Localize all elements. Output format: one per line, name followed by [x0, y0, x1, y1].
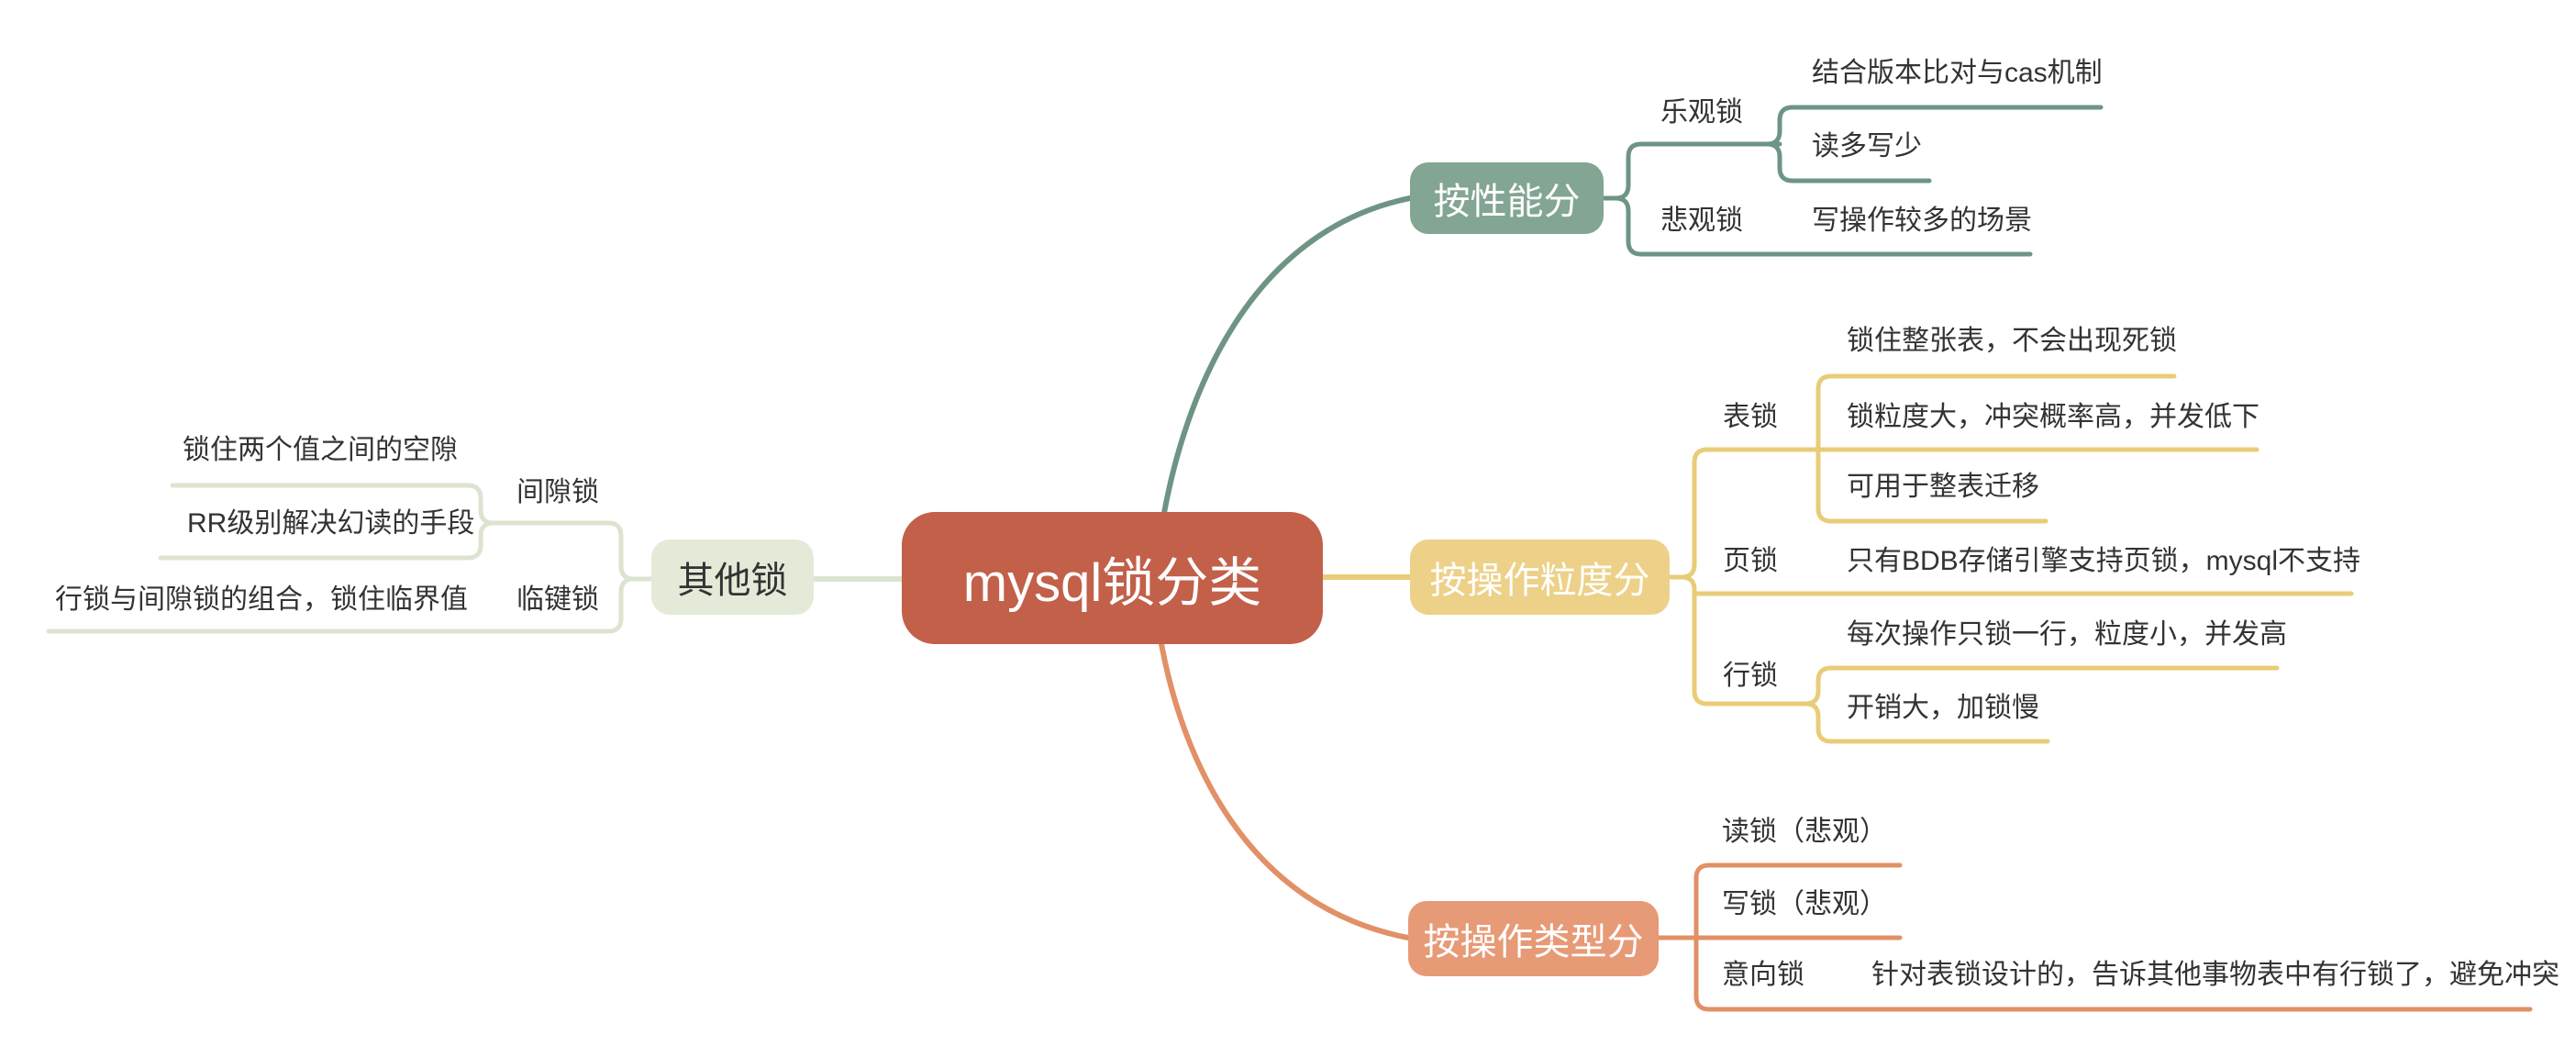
node-gap-between-values[interactable]: 锁住两个值之间的空隙 [183, 435, 458, 465]
edge-row-overhead [1803, 701, 2050, 744]
node-rr-phantom-read[interactable]: RR级别解决幻读的手段 [187, 508, 475, 539]
edge-type-readlock [1693, 862, 1903, 940]
node-root-topic[interactable]: mysql锁分类 [902, 512, 1323, 644]
edge-performance-optimistic [1601, 141, 1782, 201]
node-table-no-deadlock[interactable]: 锁住整张表，不会出现死锁 [1847, 326, 2177, 356]
node-version-cas[interactable]: 结合版本比对与cas机制 [1812, 58, 2103, 88]
node-table-migration[interactable]: 可用于整表迁移 [1847, 472, 2039, 502]
node-row-fine-grained[interactable]: 每次操作只锁一行，粒度小，并发高 [1847, 619, 2287, 650]
node-intention-lock[interactable]: 意向锁 [1722, 960, 1804, 990]
node-read-mostly[interactable]: 读多写少 [1812, 131, 1922, 161]
node-write-lock[interactable]: 写锁（悲观） [1722, 889, 1887, 919]
edge-gaplock-rrlevel [158, 520, 496, 561]
node-gap-lock[interactable]: 间隙锁 [516, 477, 599, 507]
edge-row-onerow [1803, 665, 2280, 707]
node-by-performance[interactable]: 按性能分 [1410, 162, 1604, 234]
node-read-lock[interactable]: 读锁（悲观） [1722, 817, 1887, 847]
edge-table-nodeadlock [1815, 373, 2177, 452]
node-next-key-desc[interactable]: 行锁与间隙锁的组合，锁住临界值 [55, 584, 468, 615]
edge-table-migration [1815, 447, 2049, 524]
node-next-key-lock[interactable]: 临键锁 [516, 584, 599, 615]
edge-root-performance [1161, 195, 1413, 516]
node-page-lock[interactable]: 页锁 [1723, 546, 1778, 576]
node-pessimistic-lock[interactable]: 悲观锁 [1660, 206, 1743, 236]
edge-optimistic-readmostly [1764, 141, 1932, 184]
node-by-operation-type[interactable]: 按操作类型分 [1408, 901, 1659, 976]
node-other-locks[interactable]: 其他锁 [651, 540, 814, 615]
performance-edges [1161, 105, 2104, 516]
edge-other-gaplock [491, 520, 654, 582]
other-edges [46, 483, 905, 634]
node-table-coarse[interactable]: 锁粒度大，冲突概率高，并发低下 [1847, 402, 2260, 432]
edge-gaplock-gapvalue [170, 483, 496, 526]
edge-other-nextkeylock [46, 576, 654, 634]
edge-granularity-row [1667, 574, 1808, 707]
node-write-heavy-scene[interactable]: 写操作较多的场景 [1812, 206, 2032, 236]
edge-root-type [1159, 641, 1411, 940]
granularity-edges [1320, 373, 2354, 744]
node-page-bdb-only[interactable]: 只有BDB存储引擎支持页锁，mysql不支持 [1847, 546, 2361, 576]
edge-performance-pessimistic [1601, 195, 2033, 257]
node-optimistic-lock[interactable]: 乐观锁 [1660, 97, 1743, 128]
node-by-granularity[interactable]: 按操作粒度分 [1410, 540, 1670, 615]
node-intention-desc[interactable]: 针对表锁设计的，告诉其他事物表中有行锁了，避免冲突 [1871, 960, 2559, 990]
node-row-lock[interactable]: 行锁 [1723, 661, 1778, 691]
node-row-overhead[interactable]: 开销大，加锁慢 [1847, 693, 2039, 723]
type-edges [1159, 641, 2533, 1012]
edge-optimistic-cas [1764, 105, 2104, 147]
node-table-lock[interactable]: 表锁 [1723, 402, 1778, 432]
edge-type-intentionlock [1693, 935, 2533, 1012]
